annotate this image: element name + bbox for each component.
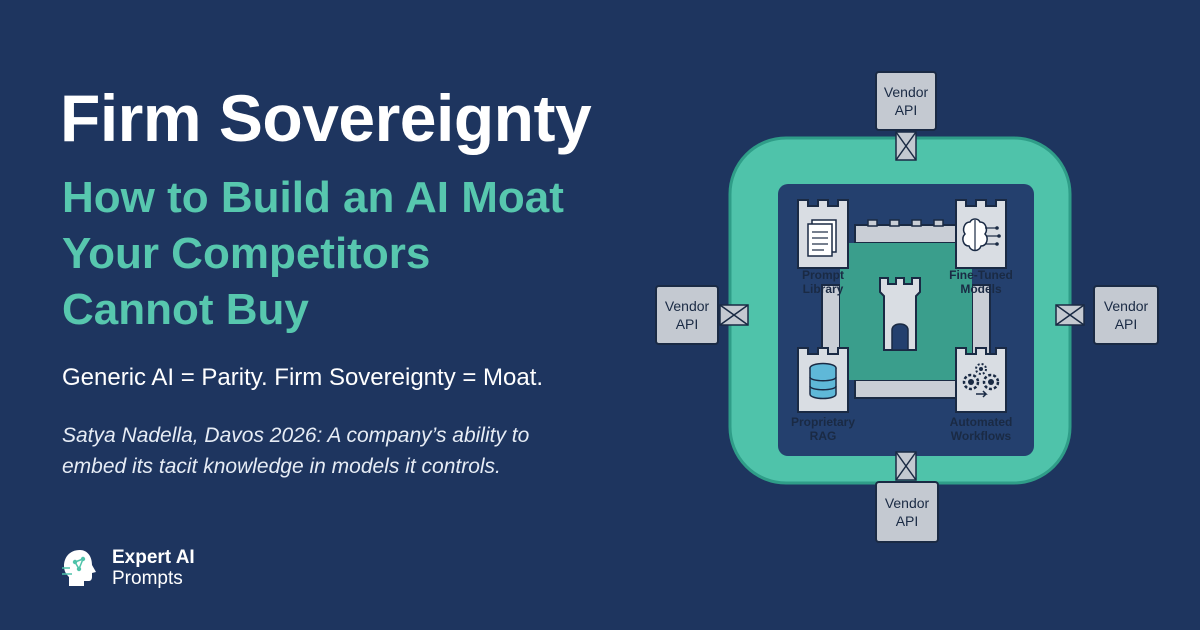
vendor-label-line: Vendor — [665, 298, 710, 314]
quote: Satya Nadella, Davos 2026: A company’s a… — [62, 420, 622, 482]
vendor-api-bottom: Vendor API — [875, 451, 939, 543]
tower-label-line: Proprietary — [791, 415, 855, 429]
tagline: Generic AI = Parity. Firm Sovereignty = … — [62, 364, 544, 391]
blocked-connector-icon — [895, 451, 917, 481]
tower-label-line: Fine-Tuned — [949, 268, 1013, 282]
tower-automated-workflows: Automated Workflows — [950, 347, 1013, 443]
quote-line: embed its tacit knowledge in models it c… — [62, 455, 501, 478]
vendor-api-top: Vendor API — [875, 71, 937, 161]
database-icon — [809, 362, 837, 400]
vendor-label-line: Vendor — [885, 495, 930, 511]
vendor-label-line: Vendor — [1104, 298, 1149, 314]
head-circuit-icon — [62, 550, 96, 586]
subtitle-line: Cannot Buy — [62, 285, 309, 334]
blocked-connector-icon — [1055, 304, 1085, 326]
gears-icon — [962, 363, 1000, 398]
document-stack-icon — [807, 219, 837, 257]
quote-line: Satya Nadella, Davos 2026: A company’s a… — [62, 424, 530, 447]
tower-label-line: Workflows — [951, 429, 1012, 443]
castle-keep-icon — [879, 277, 921, 351]
blocked-connector-icon — [895, 131, 917, 161]
blocked-connector-icon — [719, 304, 749, 326]
tower-proprietary-rag: Proprietary RAG — [791, 347, 855, 443]
tower-label-line: Automated — [950, 415, 1013, 429]
tower-label-line: Library — [803, 282, 844, 296]
tower-label-line: Prompt — [802, 268, 844, 282]
subtitle-line: How to Build an AI Moat — [62, 173, 564, 222]
vendor-label-line: API — [895, 102, 918, 118]
vendor-label-line: API — [676, 316, 699, 332]
page-subtitle: How to Build an AI Moat Your Competitors… — [62, 170, 662, 338]
page-title: Firm Sovereignty — [60, 81, 592, 155]
vendor-label-line: Vendor — [884, 84, 929, 100]
tower-label-line: RAG — [810, 429, 837, 443]
brand-line1: Expert AI — [112, 547, 195, 568]
brand-name: Expert AI Prompts — [112, 547, 195, 589]
tower-prompt-library: Prompt Library — [797, 199, 849, 296]
brand-logo: Expert AI Prompts — [60, 546, 195, 590]
tower-label-line: Models — [960, 282, 1002, 296]
brand-line2: Prompts — [112, 568, 183, 589]
tower-fine-tuned-models: Fine-Tuned Models — [949, 199, 1013, 296]
vendor-label-line: API — [1115, 316, 1138, 332]
vendor-api-left: Vendor API — [655, 285, 749, 345]
subtitle-line: Your Competitors — [62, 229, 431, 278]
moat-diagram: Prompt Library Fine-Tuned Models — [655, 71, 1159, 543]
vendor-label-line: API — [896, 513, 919, 529]
vendor-api-right: Vendor API — [1055, 285, 1159, 345]
brain-circuit-icon — [962, 218, 1001, 252]
